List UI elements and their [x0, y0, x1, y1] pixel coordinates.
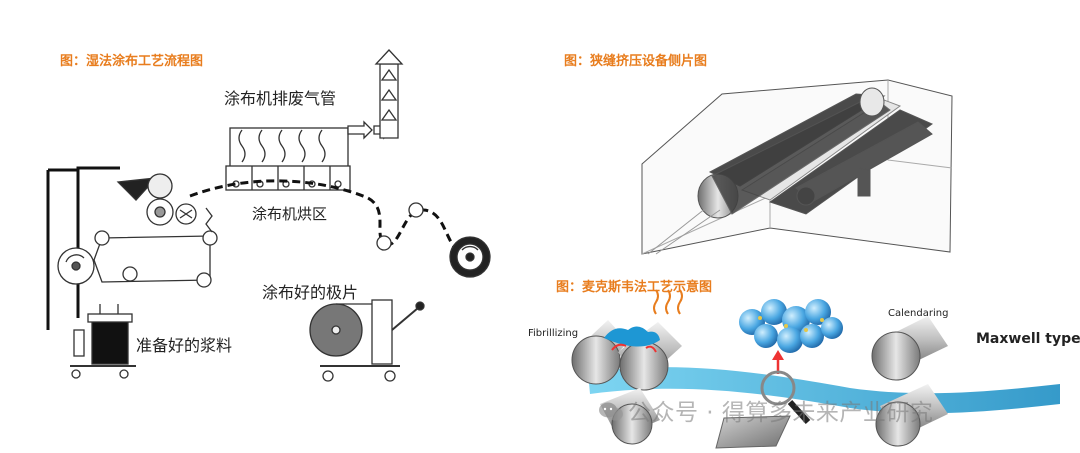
watermark: 公众号 · 得算多未来产业研究 — [598, 393, 933, 427]
maxwell-type-label: Maxwell type — [976, 331, 1080, 347]
fibrillizing-rolls — [571, 289, 683, 391]
wet-coating-diagram — [46, 49, 491, 382]
fibrillizing-label: Fibrillizing — [528, 328, 578, 339]
caption-maxwell: 图：麦克斯韦法工艺示意图 — [556, 280, 713, 295]
electrode-film — [588, 367, 1060, 414]
powder-cluster-icon — [739, 299, 843, 353]
calendaring-label: Calendaring — [888, 308, 948, 319]
watermark-text: 公众号 · 得算多未来产业研究 — [628, 400, 934, 426]
caption-wet-coating: 图：湿法涂布工艺流程图 — [60, 54, 204, 69]
calendaring-rolls — [871, 316, 948, 447]
exhaust-pipe-label: 涂布机排废气管 — [224, 89, 336, 108]
finished-electrode-label: 涂布好的极片 — [262, 283, 358, 302]
slot-die-diagram — [641, 79, 953, 255]
oven-zone-label: 涂布机烘区 — [252, 205, 327, 223]
caption-slot-die: 图：狭缝挤压设备侧片图 — [564, 54, 708, 69]
exhaust-pipe-icon — [229, 49, 404, 169]
wechat-icon — [599, 402, 623, 421]
prepared-slurry-label: 准备好的浆料 — [136, 336, 232, 355]
